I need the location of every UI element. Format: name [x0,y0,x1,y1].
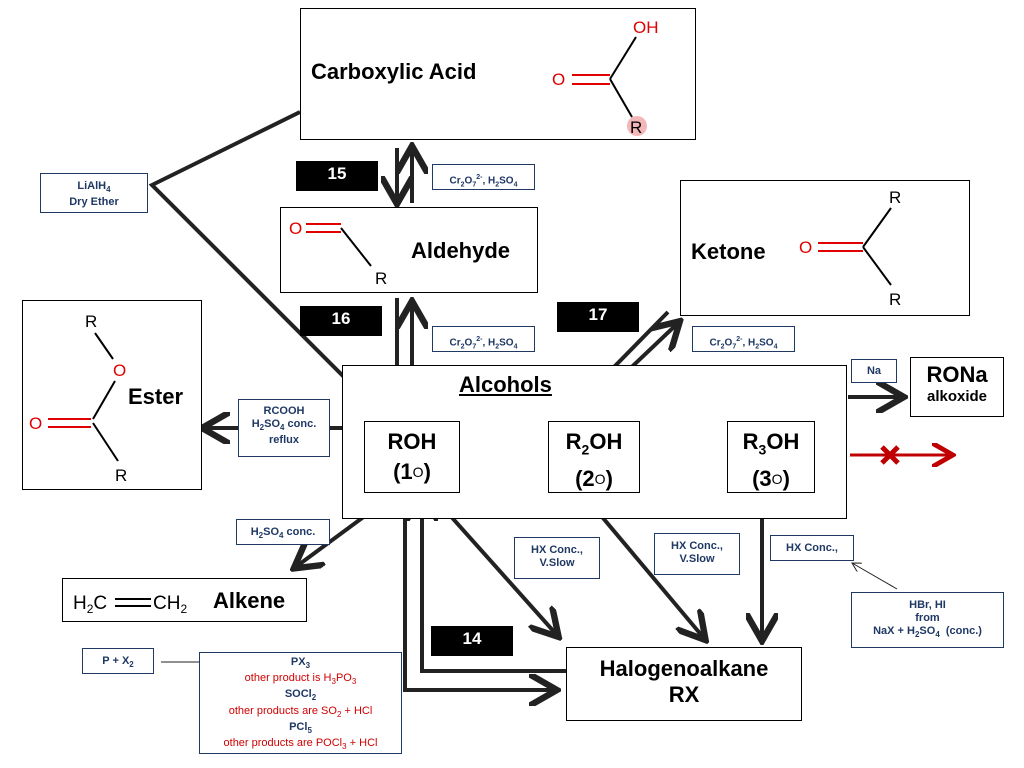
carboxylic-acid-structure: O OH R [552,18,659,137]
rona-box: RONa alkoxide [910,357,1004,417]
carboxylic-acid-box: Carboxylic Acid O OH R [300,8,696,140]
svg-text:OH: OH [633,18,659,37]
p-x2-reagent: P + X2 [82,648,154,674]
halogenoalkane-box: Halogenoalkane RX [566,647,802,721]
pcl5-note: other products are POCl3 + HCl [223,736,378,752]
primary-alcohol-box: ROH (1O) [364,421,460,493]
ketone-box: Ketone O R R [680,180,970,316]
arrow-acid-to-alcohol-lialh4 [148,110,372,405]
halogenating-agents-box: PX3 other product is H3PO3 SOCl2 other p… [199,652,402,754]
secondary-alcohol-degree: (2O) [575,466,613,492]
lialh4-line1: LiAlH4 [77,180,111,195]
svg-text:R: R [85,312,97,331]
primary-alcohol-degree: (1O) [393,459,431,484]
svg-text:O: O [289,219,302,238]
svg-text:H2C: H2C [73,593,107,616]
hbr-hi-line3: NaX + H2SO4 (conc.) [873,625,982,640]
svg-text:R: R [889,290,901,309]
alkene-box: H2C CH2 Alkene [62,578,307,622]
hx-slow-2-line2: V.Slow [679,553,715,565]
lialh4-reagent: LiAlH4 Dry Ether [40,173,148,213]
svg-text:R: R [630,118,642,137]
alkene-structure: H2C CH2 [73,593,187,616]
hx-slow-1-line2: V.Slow [539,557,575,569]
primary-alcohol-formula: ROH [387,429,437,454]
rona-title: RONa [926,362,988,387]
px3-label: PX3 [290,656,311,671]
alkene-title: Alkene [213,588,286,613]
hx-conc-reagent: HX Conc., [770,535,854,561]
hbr-hi-reagent: HBr, HI from NaX + H2SO4 (conc.) [851,592,1004,648]
na-label: Na [866,365,882,377]
dichromate-reagent-aldehyde: Cr2O72-, H2SO4 [432,326,535,352]
rona-subtitle: alkoxide [926,388,988,405]
secondary-alcohol-box: R2OH (2O) [548,421,640,493]
hx-conc-label: HX Conc., [786,542,838,554]
svg-text:R: R [889,188,901,207]
svg-text:CH2: CH2 [153,593,187,616]
aldehyde-box: Aldehyde O R [280,207,538,293]
hx-slow-reagent-2: HX Conc., V.Slow [654,533,740,575]
rcooh-line2: H2SO4 conc. [251,418,317,433]
ester-structure: R O O R [29,312,127,485]
hx-slow-2-line1: HX Conc., [671,540,723,552]
alcohols-title: Alcohols [459,372,552,397]
ketone-title: Ketone [691,239,766,264]
step-17-label: 17 [557,302,639,332]
step-16-label: 16 [300,306,382,336]
svg-text:O: O [552,70,565,89]
na-reagent: Na [851,359,897,383]
px3-note: other product is H3PO3 [244,672,357,687]
ester-title: Ester [128,384,184,409]
svg-text:O: O [113,361,126,380]
no-oxidation-arrow [850,447,950,463]
ester-box: Ester R O O R [22,300,202,490]
arrow-hbr-to-hx [852,563,898,590]
hx-slow-1-line1: HX Conc., [531,544,583,556]
tertiary-alcohol-degree: (3O) [752,466,790,492]
secondary-alcohol-formula: R2OH [565,429,623,458]
dichromate-reagent-acid: Cr2O72-, H2SO4 [432,164,535,190]
socl2-note: other products are SO2 + HCl [228,704,373,719]
svg-text:R: R [375,269,387,288]
arrow-primary-to-rx-lower [403,497,553,690]
carboxylic-acid-title: Carboxylic Acid [311,59,477,84]
socl2-label: SOCl2 [284,688,317,703]
step-15-label: 15 [296,161,378,191]
ketone-structure: O R R [799,188,901,309]
pcl5-label: PCl5 [289,720,312,735]
hx-slow-reagent-1: HX Conc., V.Slow [514,537,600,579]
tertiary-alcohol-formula: R3OH [742,429,800,458]
halogenoalkane-title: Halogenoalkane [599,656,769,681]
arrow-rx-to-primary [422,497,566,673]
lialh4-line2: Dry Ether [69,196,119,209]
tertiary-alcohol-box: R3OH (3O) [727,421,815,493]
halogenoalkane-subtitle: RX [668,682,700,707]
rcooh-line1: RCOOH [263,405,305,417]
svg-text:O: O [29,414,42,433]
step-14-label: 14 [431,626,513,656]
rcooh-line3: reflux [269,434,299,447]
svg-text:R: R [115,466,127,485]
svg-text:O: O [799,238,812,257]
h2so4-conc-reagent: H2SO4 conc. [236,519,330,545]
hbr-hi-line1: HBr, HI [909,599,946,611]
aldehyde-title: Aldehyde [411,238,511,263]
rcooh-reagent: RCOOH H2SO4 conc. reflux [238,399,330,457]
hbr-hi-line2: from [915,612,940,624]
aldehyde-structure: O R [289,219,387,288]
dichromate-reagent-ketone: Cr2O72-, H2SO4 [692,326,795,352]
